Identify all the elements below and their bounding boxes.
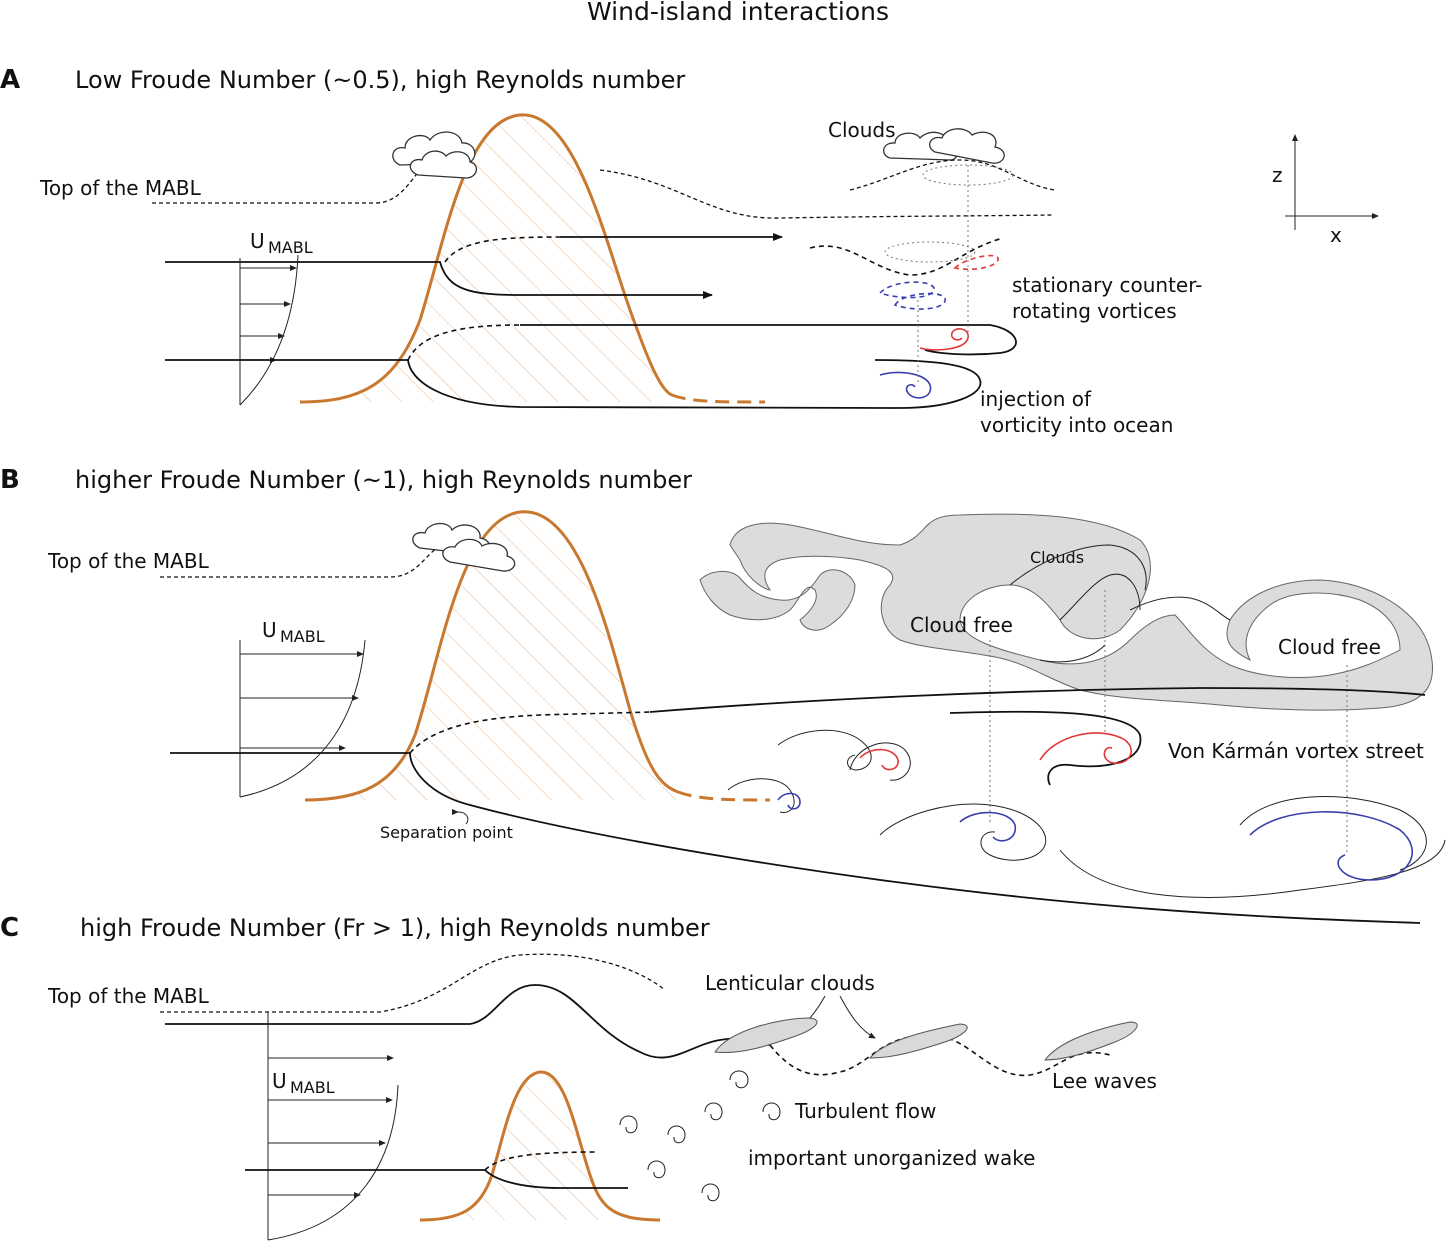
panel-a-vortices-label-1: stationary counter-: [1012, 273, 1202, 297]
panel-b-velocity-profile: U MABL: [239, 618, 366, 798]
panel-b-flow-lower: [170, 752, 1421, 924]
panel-c-u-subscript: MABL: [290, 1078, 335, 1097]
figure-title: Wind-island interactions: [587, 0, 889, 26]
panel-b: B higher Froude Number (~1), high Reynol…: [0, 465, 1446, 924]
panel-b-vortex-street-label: Von Kármán vortex street: [1168, 739, 1424, 763]
panel-b-cloud-bands: Clouds Cloud free Cloud free: [699, 513, 1434, 855]
panel-c-velocity-profile: U MABL: [267, 1012, 399, 1241]
panel-c: C high Froude Number (Fr > 1), high Reyn…: [0, 913, 1157, 1241]
panel-c-lenticular-clouds: Lenticular clouds Lee waves: [705, 971, 1157, 1093]
panel-c-wave-line: [165, 984, 771, 1059]
panel-a-clouds: Clouds: [828, 118, 1056, 385]
panel-c-title: high Froude Number (Fr > 1), high Reynol…: [80, 914, 710, 942]
panel-a-island: [299, 113, 766, 404]
panel-a-flow-upper: [165, 261, 713, 299]
panel-b-separation-label: Separation point: [380, 823, 513, 842]
panel-b-vortex-street: Von Kármán vortex street: [727, 729, 1446, 898]
panel-a-mabl-label: Top of the MABL: [39, 176, 202, 200]
panel-b-u-label: U: [262, 618, 277, 642]
panel-b-letter: B: [0, 465, 20, 495]
panel-c-turbulent-eddies: Turbulent flow important unorganized wak…: [619, 1070, 1035, 1202]
panel-c-letter: C: [0, 913, 19, 943]
panel-a-blue-vortex: [879, 371, 932, 399]
panel-a-title: Low Froude Number (~0.5), high Reynolds …: [75, 66, 685, 94]
panel-a-injection-label-1: injection of: [980, 387, 1092, 411]
panel-c-mabl-line: [160, 953, 666, 1013]
panel-a-velocity-profile: U MABL: [239, 229, 313, 406]
panel-a-island-cloud: [392, 131, 477, 179]
panel-b-clouds-label: Clouds: [1030, 548, 1084, 567]
panel-b-island: [304, 510, 771, 802]
panel-a-u-subscript: MABL: [268, 238, 313, 257]
panel-c-lenticular-label: Lenticular clouds: [705, 971, 875, 995]
panel-b-title: higher Froude Number (~1), high Reynolds…: [75, 466, 692, 494]
panel-a: A Low Froude Number (~0.5), high Reynold…: [0, 65, 1379, 437]
panel-a-vortices-label-2: rotating vortices: [1012, 299, 1177, 323]
panel-c-u-label: U: [272, 1069, 287, 1093]
panel-a-letter: A: [0, 65, 20, 95]
panel-c-mabl-label: Top of the MABL: [47, 984, 210, 1008]
panel-c-lee-waves-label: Lee waves: [1052, 1069, 1157, 1093]
panel-b-mabl-label: Top of the MABL: [47, 549, 210, 573]
panel-a-red-vortex: [919, 328, 969, 351]
panel-b-mabl-line: [160, 539, 451, 578]
panel-b-flow-upper: [649, 687, 1426, 713]
panel-c-flow-lower: [245, 1169, 628, 1189]
panel-a-injection-label-2: vorticity into ocean: [980, 413, 1173, 437]
axis-z-label: z: [1272, 163, 1283, 187]
panel-b-island-cloud: [412, 522, 516, 572]
panel-b-u-subscript: MABL: [280, 627, 325, 646]
panel-b-cloud-free-1: Cloud free: [910, 613, 1013, 637]
panel-c-wake-label: important unorganized wake: [748, 1146, 1035, 1170]
panel-a-u-label: U: [250, 229, 265, 253]
panel-a-flow-lower: [165, 359, 982, 409]
panel-a-clouds-label: Clouds: [828, 118, 896, 142]
axes-indicator: z x: [1272, 134, 1379, 247]
panel-b-cloud-free-2: Cloud free: [1278, 635, 1381, 659]
panel-a-mabl-line: [152, 149, 1053, 219]
panel-c-turbulent-label: Turbulent flow: [794, 1099, 936, 1123]
panel-c-island: [419, 1070, 661, 1222]
axis-x-label: x: [1330, 223, 1342, 247]
